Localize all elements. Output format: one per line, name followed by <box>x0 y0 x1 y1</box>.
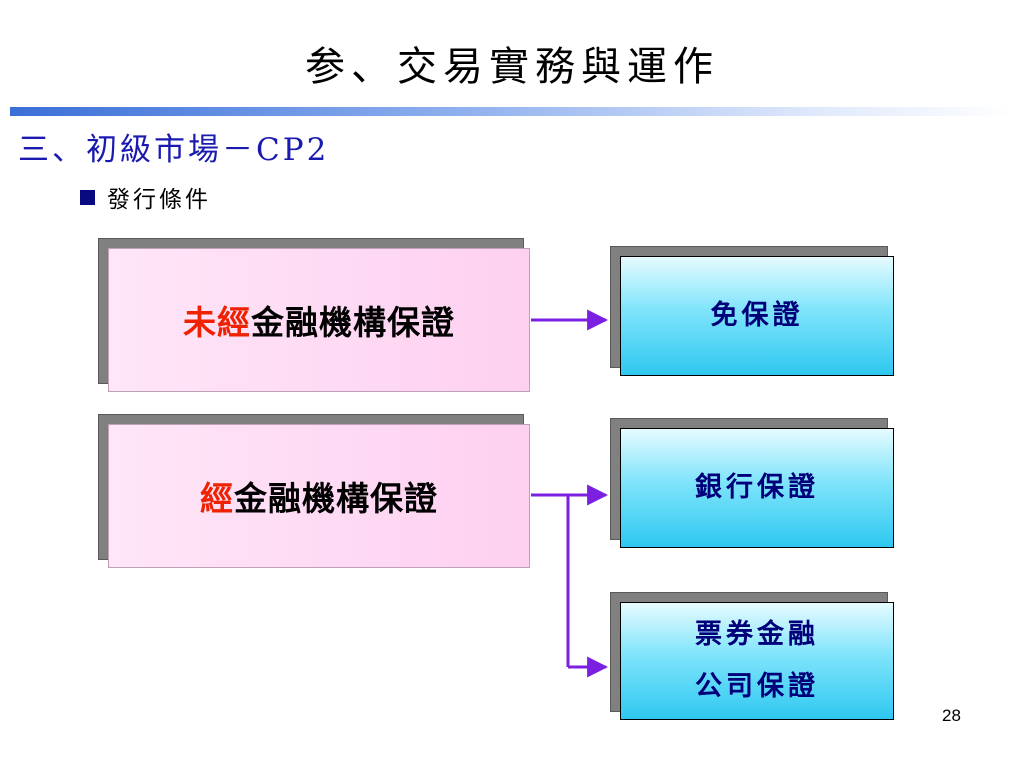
bank-guarantee-label: 銀行保證 <box>695 472 819 503</box>
page-number: 28 <box>942 706 961 725</box>
guaranteed-prefix: 經 <box>200 479 234 518</box>
bullet-text: 發行條件 <box>107 187 211 213</box>
unguaranteed-label: 金融機構保證 <box>251 303 455 342</box>
section-heading: 三、初級市場－CP2 <box>18 132 330 168</box>
unguaranteed-box: 未經金融機構保證 <box>108 248 530 392</box>
bills-finance-guarantee-box: 票券金融 公司保證 <box>620 602 894 720</box>
bills-finance-line-1: 票券金融 <box>695 619 819 650</box>
bullet-item: 發行條件 <box>80 180 211 214</box>
guaranteed-box: 經金融機構保證 <box>108 424 530 568</box>
slide-title: 参、交易實務與運作 <box>305 44 719 90</box>
bills-finance-line-2: 公司保證 <box>695 671 819 702</box>
title-underline <box>10 107 1014 116</box>
no-guarantee-box: 免保證 <box>620 256 894 376</box>
unguaranteed-prefix: 未經 <box>183 303 251 342</box>
square-bullet-icon <box>80 190 95 205</box>
bank-guarantee-box: 銀行保證 <box>620 428 894 548</box>
no-guarantee-label: 免保證 <box>710 300 804 331</box>
guaranteed-label: 金融機構保證 <box>234 479 438 518</box>
